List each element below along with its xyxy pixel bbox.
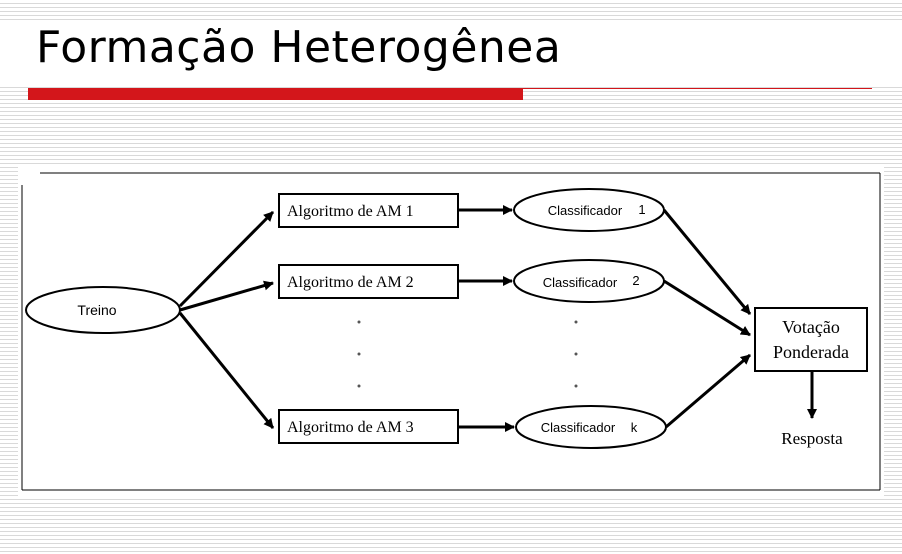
classifier-node-1: Classificador 1: [513, 188, 665, 232]
arrow-treino-alg1: [178, 210, 275, 308]
arrow-clfk-vote: [665, 353, 751, 429]
ellipsis-dot: [574, 320, 578, 324]
classifier-index-1: 1: [638, 202, 645, 217]
ellipsis-dot: [574, 352, 578, 356]
classifier-node-2: Classificador 2: [513, 259, 665, 303]
algorithm-label-2: Algoritmo de AM 2: [287, 274, 414, 291]
vote-label-line1: Votação: [782, 317, 840, 337]
title-accent-bar: [28, 88, 523, 100]
output-label: Resposta: [781, 429, 843, 448]
arrow-treino-alg2: [179, 280, 274, 312]
classifier-label-k: Classificador: [541, 420, 616, 435]
classifier-label-1: Classificador: [548, 203, 623, 218]
classifier-index-k: k: [631, 420, 638, 435]
algorithm-label-3: Algoritmo de AM 3: [287, 419, 414, 436]
ellipsis-dot: [357, 384, 361, 388]
classifier-index-2: 2: [632, 273, 639, 288]
algorithm-label-1: Algoritmo de AM 1: [287, 203, 414, 220]
arrow-clf2-vote: [663, 279, 751, 337]
arrow-treino-alg3: [178, 312, 275, 429]
ellipsis-dot: [357, 352, 361, 356]
slide-title: Formação Heterogênea: [36, 22, 562, 73]
ellipsis-dot: [574, 384, 578, 388]
ellipsis-dot: [357, 320, 361, 324]
arrow-clf1-vote: [662, 209, 752, 315]
classifier-label-2: Classificador: [543, 275, 618, 290]
classifier-node-k: Classificador k: [515, 405, 667, 449]
title-band: [0, 20, 902, 86]
algorithm-box-3: Algoritmo de AM 3: [278, 409, 459, 444]
algorithm-box-2: Algoritmo de AM 2: [278, 264, 459, 299]
training-label: Treino: [77, 302, 116, 318]
training-node: Treino: [25, 286, 181, 334]
title-accent-line: [523, 88, 872, 89]
algorithm-box-1: Algoritmo de AM 1: [278, 193, 459, 228]
weighted-vote-box: Votação Ponderada: [754, 307, 868, 372]
vote-label-line2: Ponderada: [773, 342, 849, 362]
